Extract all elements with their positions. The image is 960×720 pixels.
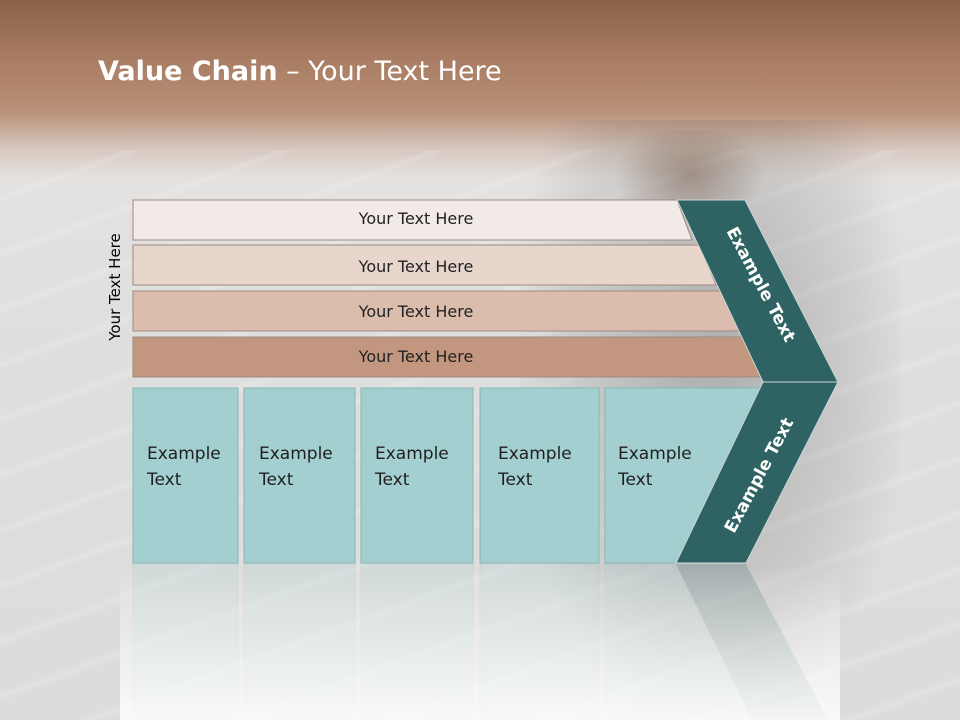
box-4	[479, 387, 600, 564]
box-1-line1: Example	[147, 444, 221, 464]
box-2-line2: Text	[258, 470, 294, 490]
slide-title: Value Chain – Your Text Here	[98, 56, 502, 87]
bar-2-label: Your Text Here	[358, 257, 474, 276]
title-bold: Value Chain	[98, 56, 278, 87]
bar-1	[132, 199, 693, 241]
title-rest: – Your Text Here	[277, 56, 502, 87]
chevron-lower	[675, 381, 839, 564]
box-1	[132, 387, 239, 564]
bar-1-label: Your Text Here	[358, 209, 474, 228]
bar-3-label: Your Text Here	[358, 302, 474, 321]
box-3-line2: Text	[374, 470, 410, 490]
box-4-line2: Text	[497, 470, 533, 490]
box-2	[243, 387, 356, 564]
reflection-fade	[120, 565, 840, 720]
box-5-line1: Example	[618, 444, 692, 464]
box-3-line1: Example	[375, 444, 449, 464]
box-5-line2: Text	[617, 470, 653, 490]
bar-2	[132, 244, 717, 286]
box-2-line1: Example	[259, 444, 333, 464]
bar-4-label: Your Text Here	[358, 347, 474, 366]
box-1-line2: Text	[146, 470, 182, 490]
box-4-line1: Example	[498, 444, 572, 464]
box-3	[360, 387, 474, 564]
